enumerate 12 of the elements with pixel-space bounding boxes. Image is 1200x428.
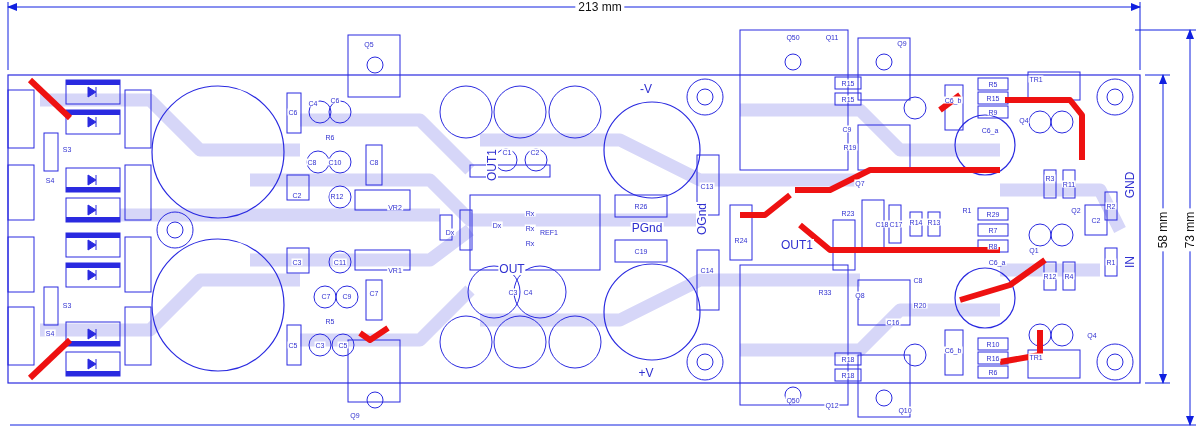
net-label: IN — [1124, 255, 1136, 269]
dimension-label: 58 mm — [1157, 208, 1169, 252]
part-label: OUT — [498, 263, 526, 275]
part-label: +V — [637, 367, 655, 379]
part-label: OUT1 — [780, 239, 814, 251]
part-label: PGnd — [630, 222, 664, 234]
dimension-label: 213 mm — [575, 1, 625, 13]
net-label: OGnd — [696, 202, 708, 236]
dimension-label: 73 mm — [1184, 208, 1196, 252]
net-label: OUT1 — [486, 148, 498, 182]
net-label: GND — [1124, 170, 1136, 200]
part-label: -V — [639, 83, 653, 95]
